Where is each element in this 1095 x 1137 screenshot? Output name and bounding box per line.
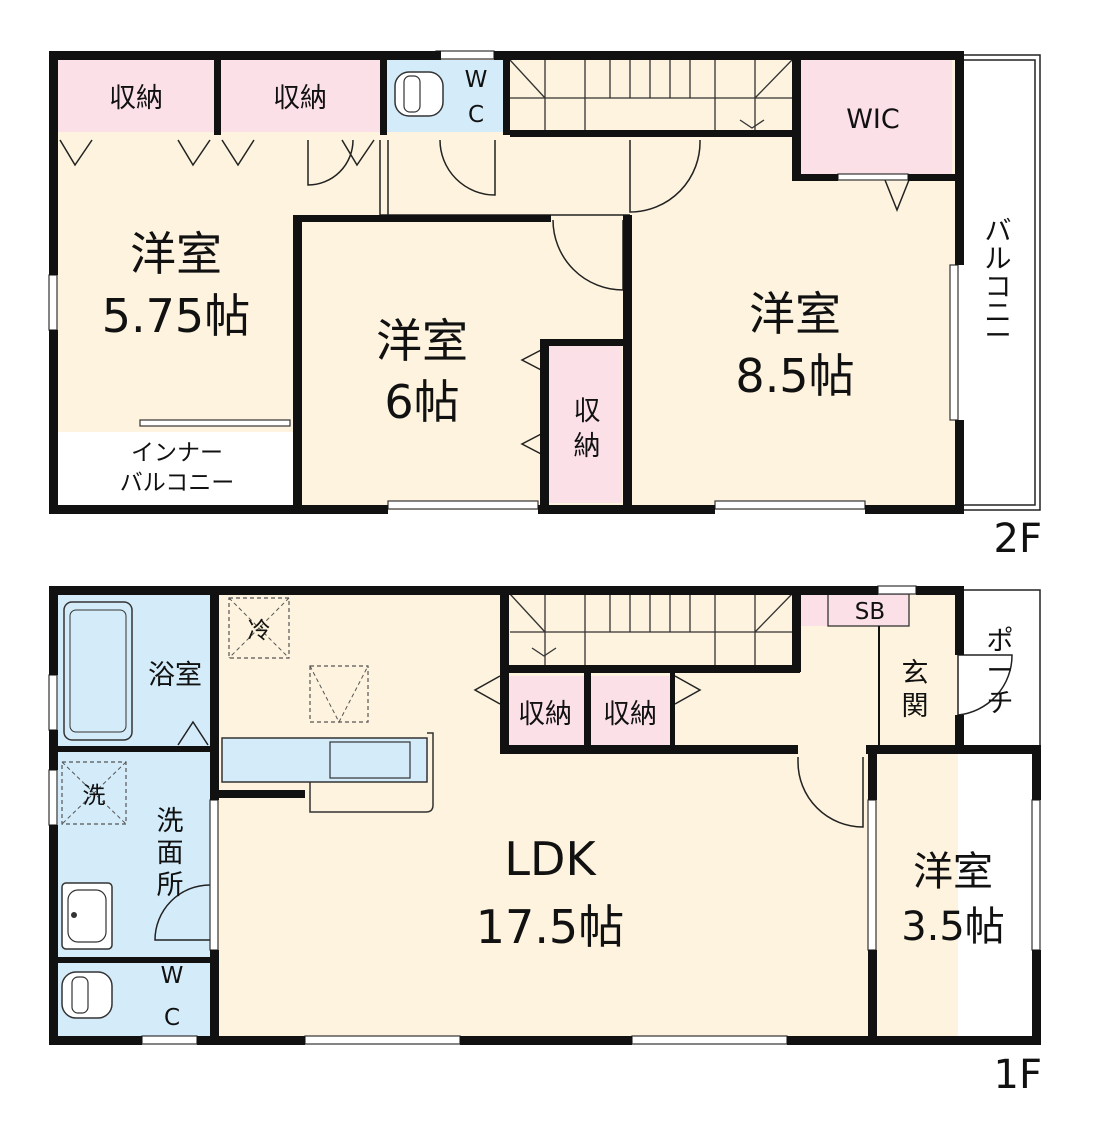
storage-2f-mid-label: 収納 — [273, 83, 327, 114]
wc-1f-label-w: W — [161, 963, 184, 989]
bath-label: 浴室 — [148, 660, 202, 691]
room-575-name: 洋室 — [130, 227, 222, 281]
ldk-name: LDK — [504, 832, 597, 886]
bath-door-marker — [177, 720, 209, 746]
inner-balcony-fill — [57, 432, 295, 505]
window-2f-balcony — [949, 264, 959, 421]
window-1f-room35-right — [1031, 799, 1041, 951]
room-6-name: 洋室 — [376, 314, 468, 368]
range-hood-icon — [309, 665, 369, 724]
balcony-char-2: ル — [985, 244, 1012, 275]
entrance-label: 玄 関 — [902, 658, 929, 722]
porch-char-1: ポ — [987, 626, 1014, 657]
floor-1f-label: 1F — [994, 1052, 1042, 1098]
fridge-label: 冷 — [248, 618, 271, 644]
washroom-label: 洗 面 所 — [157, 806, 184, 901]
window-2f-innerbalcony — [139, 419, 291, 427]
window-2f-left — [48, 274, 58, 331]
stairs-2f — [509, 59, 793, 135]
storage-1f-a-fill — [505, 676, 585, 746]
wic-label: WIC — [846, 104, 900, 135]
window-1f-wc — [141, 1035, 198, 1045]
window-1f-wash — [48, 769, 58, 826]
doors-1f — [154, 654, 1013, 941]
floor-1f: 冷 洗 — [48, 585, 1042, 1098]
floor-2f: 収納 収納 W C WIC 洋室 5.75帖 洋室 6帖 洋室 8.5帖 収 納… — [48, 50, 1042, 562]
room-85-name: 洋室 — [749, 287, 841, 341]
bathtub-inner — [69, 609, 127, 733]
washroom-char-2: 面 — [157, 838, 184, 869]
walls-1f — [49, 586, 1041, 1045]
porch-char-2: ー — [987, 656, 1014, 687]
wc-1f-label-c: C — [164, 1005, 180, 1031]
storage-2f-left-fill — [57, 60, 214, 132]
window-2f-room85 — [714, 500, 866, 510]
room-35-name: 洋室 — [913, 849, 993, 895]
room-35-size: 3.5帖 — [901, 904, 1005, 950]
window-2f-room6 — [387, 500, 539, 510]
window-1f-bath — [48, 674, 58, 731]
balcony-outline-inner — [960, 59, 1036, 506]
sink-icon — [61, 882, 113, 950]
storage-2f-vert-2: 納 — [574, 431, 601, 462]
stairs-1f — [509, 593, 793, 665]
entrance-char-1: 玄 — [902, 658, 929, 689]
entrance-char-2: 関 — [902, 691, 929, 722]
storage-1f-a-label: 収納 — [518, 699, 572, 730]
window-1f-entrance — [877, 585, 917, 595]
fridge-icon — [228, 597, 290, 659]
walls-2f — [49, 51, 964, 514]
window-1f-ldk-left — [304, 1035, 461, 1045]
toilet-1f-icon — [61, 971, 113, 1019]
kitchen-counter-fill — [222, 738, 427, 782]
washroom-char-1: 洗 — [157, 806, 184, 837]
sb-label: SB — [855, 599, 885, 625]
porch-fill — [958, 594, 1036, 744]
porch-outline — [960, 589, 1041, 745]
washroom-char-3: 所 — [157, 870, 184, 901]
inner-balcony-label-1: インナー — [131, 440, 223, 466]
storage-1f-b-label: 収納 — [603, 699, 657, 730]
balcony-outline — [960, 54, 1041, 511]
wic-fill — [797, 60, 952, 175]
window-1f-washroom-slide — [209, 799, 219, 951]
balcony-char-1: バ — [985, 216, 1012, 247]
room-85-size: 8.5帖 — [735, 349, 854, 403]
washer-label: 洗 — [83, 783, 106, 809]
storage-2f-left-label: 収納 — [109, 83, 163, 114]
porch-char-3: チ — [987, 688, 1014, 719]
room-6-size: 6帖 — [384, 375, 459, 429]
balcony-char-5: ー — [985, 321, 1012, 352]
room-575-size: 5.75帖 — [102, 289, 250, 343]
ldk-size: 17.5帖 — [476, 900, 624, 954]
bathtub-icon — [63, 601, 133, 741]
sb-fill — [797, 594, 909, 626]
balcony-char-3: コ — [985, 272, 1012, 303]
porch-label: ポ ー チ — [987, 626, 1014, 719]
window-1f-room35-left — [867, 799, 877, 951]
wc-2f-label-w: W — [465, 67, 488, 93]
wc-2f-label-c: C — [468, 102, 484, 128]
window-2f-wc — [435, 50, 495, 60]
kitchen-counter — [221, 732, 434, 813]
storage-1f-b-fill — [590, 676, 670, 746]
window-2f-wic — [837, 173, 909, 181]
closet-markers-2f — [59, 139, 546, 457]
washer-icon — [61, 761, 127, 825]
inner-balcony-label-2: バルコニー — [120, 470, 235, 496]
toilet-2f-icon — [394, 71, 444, 117]
storage-2f-vert-fill — [547, 345, 622, 503]
window-1f-ldk-right — [631, 1035, 788, 1045]
floor-2f-label: 2F — [994, 516, 1042, 562]
storage-2f-mid-fill — [220, 60, 380, 132]
balcony-char-4: ニ — [985, 298, 1012, 329]
storage-2f-vert-1: 収 — [574, 396, 601, 427]
balcony-label: バ ル コ ニ ー — [985, 216, 1012, 352]
